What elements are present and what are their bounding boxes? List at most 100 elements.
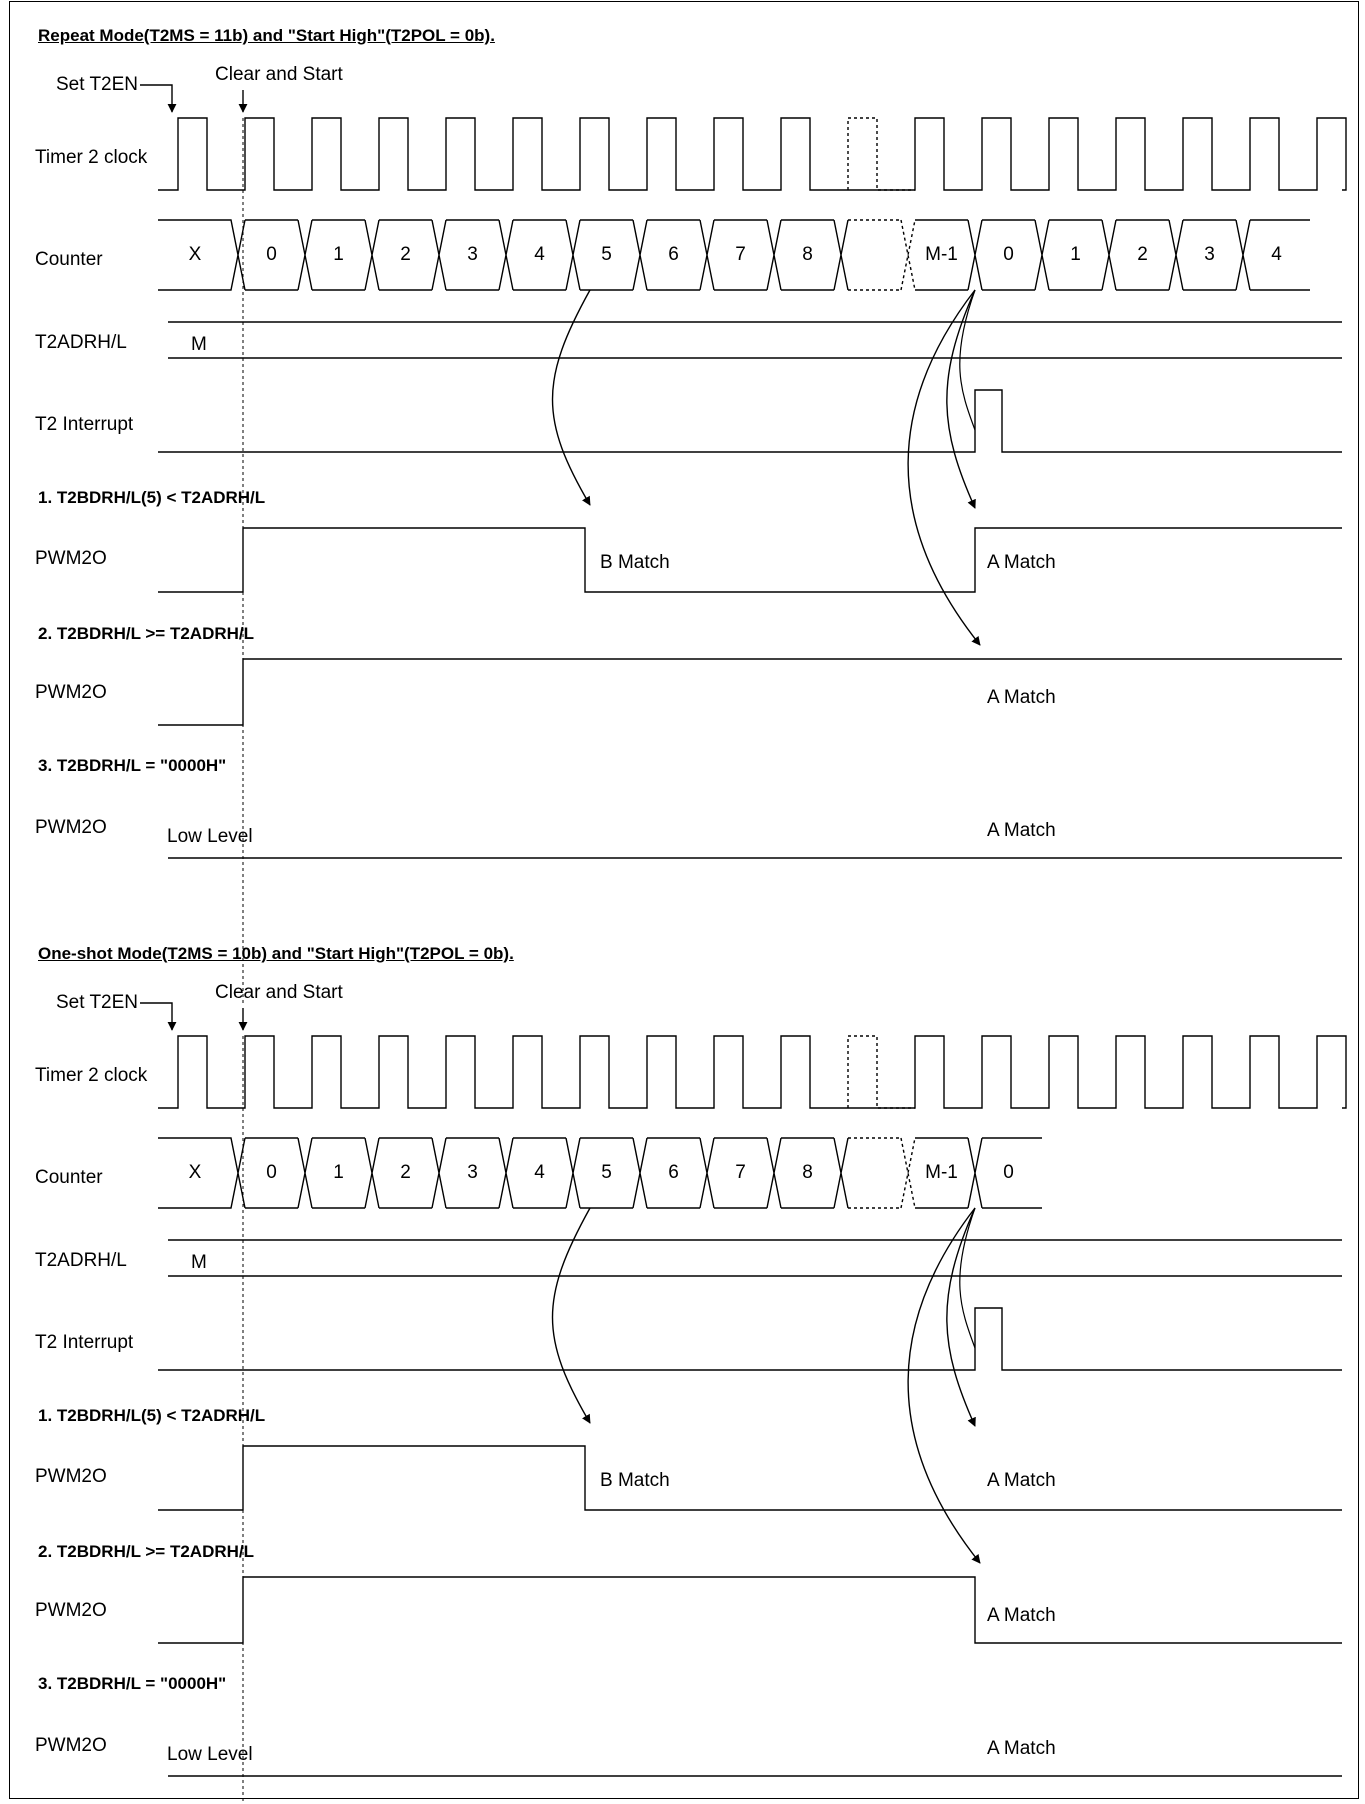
timer2-clock-dashed xyxy=(847,117,915,191)
pwm-waveform-case1 xyxy=(158,527,1342,593)
b-match-label: B Match xyxy=(600,1470,670,1491)
counter-value: X xyxy=(188,1162,202,1183)
a-match-arrow-case1 xyxy=(946,1207,976,1427)
interrupt-label: T2 Interrupt xyxy=(35,1332,134,1353)
counter-value: 6 xyxy=(668,1162,679,1183)
counter-value: 1 xyxy=(333,244,344,265)
case3-heading: 3. T2BDRH/L = "0000H" xyxy=(38,756,227,775)
pwm-label-case3: PWM2O xyxy=(35,1735,107,1756)
counter-bus-segment xyxy=(513,219,581,291)
counter-label: Counter xyxy=(35,249,103,270)
a-match-label-case2: A Match xyxy=(987,687,1056,708)
low-level-label: Low Level xyxy=(167,1744,253,1765)
timer2-clock-label: Timer 2 clock xyxy=(35,1065,148,1086)
low-level-label: Low Level xyxy=(167,826,253,847)
counter-bus-segment xyxy=(513,1137,581,1209)
adr-value: M xyxy=(191,334,207,355)
case1-heading: 1. T2BDRH/L(5) < T2ADRH/L xyxy=(38,488,266,507)
case3-heading: 3. T2BDRH/L = "0000H" xyxy=(38,1674,227,1693)
b-match-arrow xyxy=(551,289,591,506)
pwm-waveform-case2 xyxy=(158,1576,1342,1644)
counter-bus-segment xyxy=(245,219,313,291)
counter-value: 5 xyxy=(601,1162,612,1183)
counter-value: 8 xyxy=(802,244,813,265)
a-match-label-case3: A Match xyxy=(987,1738,1056,1759)
counter-bus-start xyxy=(158,1137,246,1209)
counter-value: 5 xyxy=(601,244,612,265)
adr-value: M xyxy=(191,1252,207,1273)
counter-bus-start xyxy=(158,219,246,291)
counter-bus-segment xyxy=(982,1137,1042,1209)
counter-bus-segment xyxy=(1116,219,1184,291)
diagram-frame xyxy=(9,1,1359,1799)
b-match-label: B Match xyxy=(600,552,670,573)
counter-value: 3 xyxy=(467,1162,478,1183)
counter-value: 4 xyxy=(1271,244,1282,265)
counter-bus-segment xyxy=(647,1137,715,1209)
counter-value: 4 xyxy=(534,1162,545,1183)
counter-value: 3 xyxy=(467,244,478,265)
counter-value: 7 xyxy=(735,1162,746,1183)
counter-bus-segment xyxy=(915,1137,983,1209)
counter-bus-segment xyxy=(580,1137,648,1209)
counter-value: 1 xyxy=(1070,244,1081,265)
panel-title: One-shot Mode(T2MS = 10b) and "Start Hig… xyxy=(38,944,514,963)
counter-value: 0 xyxy=(266,244,277,265)
pwm-waveform-case2 xyxy=(158,658,1342,726)
a-match-label-case2: A Match xyxy=(987,1605,1056,1626)
counter-value: X xyxy=(188,244,202,265)
counter-bus-segment xyxy=(446,1137,514,1209)
interrupt-waveform xyxy=(158,389,1342,453)
clear-and-start-label: Clear and Start xyxy=(215,982,343,1003)
adr-bus xyxy=(168,1239,1342,1277)
set-t2en-arrow xyxy=(140,84,177,113)
counter-value: 0 xyxy=(266,1162,277,1183)
interrupt-label: T2 Interrupt xyxy=(35,414,134,435)
counter-value: 3 xyxy=(1204,244,1215,265)
pwm-label-case2: PWM2O xyxy=(35,682,107,703)
timer2-clock-dashed xyxy=(847,1035,915,1109)
counter-value: 2 xyxy=(1137,244,1148,265)
counter-value: M-1 xyxy=(925,1162,958,1183)
counter-value: 6 xyxy=(668,244,679,265)
a-match-arrow-case2 xyxy=(907,289,981,646)
adr-label: T2ADRH/L xyxy=(35,1250,127,1271)
counter-value: 0 xyxy=(1003,1162,1014,1183)
a-match-label-case3: A Match xyxy=(987,820,1056,841)
pwm-label-case3: PWM2O xyxy=(35,817,107,838)
counter-bus-segment xyxy=(1183,219,1251,291)
set-t2en-label: Set T2EN xyxy=(56,992,139,1013)
adr-label: T2ADRH/L xyxy=(35,332,127,353)
counter-bus-segment xyxy=(446,219,514,291)
counter-value: 0 xyxy=(1003,244,1014,265)
counter-bus-segment xyxy=(1049,219,1117,291)
counter-value: 1 xyxy=(333,1162,344,1183)
timer2-clock-waveform xyxy=(158,1035,1347,1109)
adr-bus xyxy=(168,321,1342,359)
clear-and-start-label: Clear and Start xyxy=(215,64,343,85)
pwm-label-case1: PWM2O xyxy=(35,548,107,569)
counter-bus-segment xyxy=(379,219,447,291)
a-match-arrow-case2 xyxy=(907,1207,981,1564)
counter-bus-segment xyxy=(781,1137,849,1209)
counter-value: 4 xyxy=(534,244,545,265)
case2-heading: 2. T2BDRH/L >= T2ADRH/L xyxy=(38,1542,255,1561)
counter-bus-segment xyxy=(982,219,1050,291)
timer2-clock-label: Timer 2 clock xyxy=(35,147,148,168)
case1-heading: 1. T2BDRH/L(5) < T2ADRH/L xyxy=(38,1406,266,1425)
counter-bus-segment xyxy=(580,219,648,291)
a-match-arrow-case1 xyxy=(946,289,976,509)
counter-bus-segment xyxy=(312,1137,380,1209)
a-match-label-case1: A Match xyxy=(987,552,1056,573)
counter-bus-segment xyxy=(714,1137,782,1209)
b-match-arrow xyxy=(551,1207,591,1424)
counter-bus-segment xyxy=(647,219,715,291)
interrupt-waveform xyxy=(158,1307,1342,1371)
pwm-label-case2: PWM2O xyxy=(35,1600,107,1621)
counter-bus-segment xyxy=(312,219,380,291)
counter-bus-segment xyxy=(245,1137,313,1209)
counter-value: M-1 xyxy=(925,244,958,265)
a-match-label-case1: A Match xyxy=(987,1470,1056,1491)
set-t2en-arrow xyxy=(140,1002,177,1031)
